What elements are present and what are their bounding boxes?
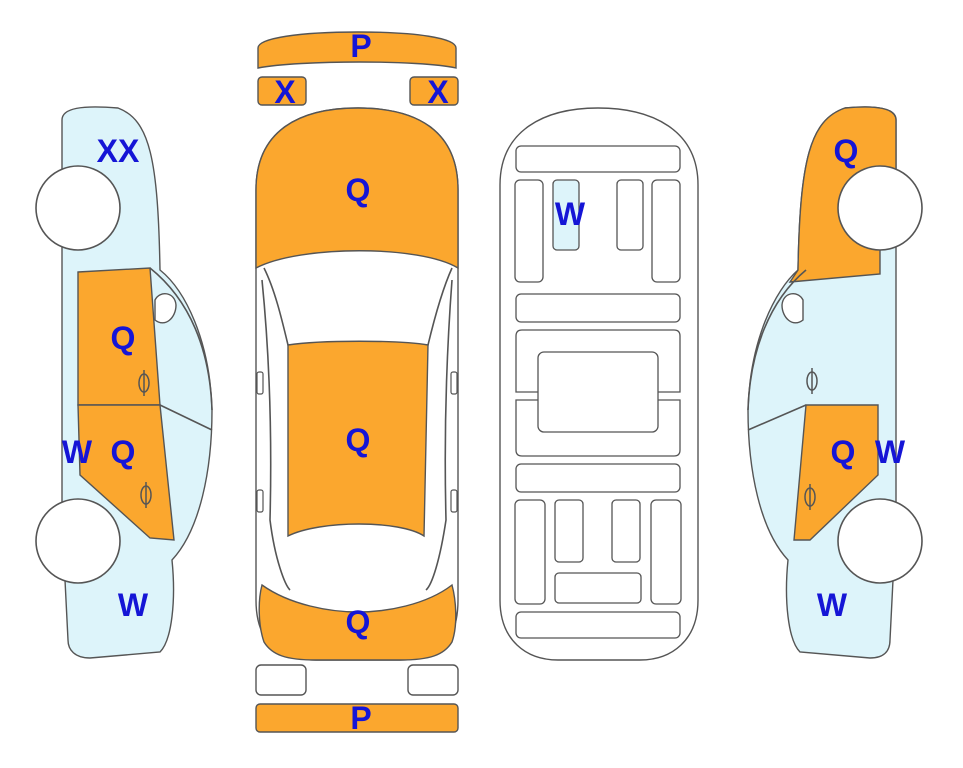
left-rear-wheel (35, 498, 121, 584)
right-door-handle-rear-icon (804, 484, 816, 510)
left-handle (256, 489, 264, 513)
label-right-rear-quarter: W (817, 587, 848, 623)
right-door-handle-front-icon (806, 368, 818, 394)
front-bumper[interactable] (257, 31, 457, 69)
trunk[interactable] (258, 583, 457, 661)
underbody-right-inner (616, 179, 644, 251)
label-rear-bumper: P (350, 700, 371, 736)
underbody-center-tunnel (537, 351, 659, 433)
underbody-rear-right-inner (611, 499, 641, 563)
left-window-line (149, 267, 213, 431)
underbody-left-rear-rail (514, 499, 546, 605)
label-roof: Q (346, 422, 371, 458)
left-side-view (35, 106, 213, 659)
label-headlight-left: X (274, 74, 296, 110)
left-door-handle-front-icon (138, 370, 150, 396)
underbody-crossmember-2 (515, 293, 681, 323)
right-handle (450, 489, 458, 513)
underbody-rear-crossmember (515, 611, 681, 639)
label-hood: Q (346, 172, 371, 208)
label-left-front-fender: XX (97, 133, 140, 169)
label-front-bumper: P (350, 28, 371, 64)
right-pillar (425, 279, 453, 591)
headlight-left[interactable] (257, 76, 307, 106)
label-trunk: Q (346, 604, 371, 640)
left-mirror-icon (154, 293, 177, 324)
underbody-front-crossmember (515, 145, 681, 173)
label-right-front-fender: Q (834, 133, 859, 169)
headlight-right[interactable] (409, 76, 459, 106)
underbody-view (499, 107, 699, 661)
right-rear-wheel (837, 498, 923, 584)
label-left-sill: W (62, 434, 93, 470)
right-window-line (747, 269, 807, 431)
label-headlight-right: X (427, 74, 449, 110)
left-pillar (261, 279, 291, 591)
underbody-left-front-rail (514, 179, 544, 283)
left-mirror (256, 371, 264, 395)
label-left-rear-quarter: W (118, 587, 149, 623)
underbody-right-rear-rail (650, 499, 682, 605)
rear-bumper[interactable] (255, 703, 459, 733)
top-view (255, 31, 459, 733)
underbody-rear-left-inner (554, 499, 584, 563)
damage-labels: P X X Q Q Q P XX Q W Q W W Q Q W W (62, 28, 906, 736)
right-mirror-icon (781, 293, 804, 324)
left-rear-door[interactable] (77, 404, 175, 541)
underbody-crossmember-3 (515, 463, 681, 493)
label-right-sill: W (875, 434, 906, 470)
right-side-view (747, 106, 923, 659)
roof[interactable] (287, 340, 429, 538)
right-front-wheel (837, 165, 923, 251)
label-right-front-door: Q (831, 434, 856, 470)
taillight-right (407, 664, 459, 696)
left-door-handle-rear-icon (140, 482, 152, 508)
right-mirror (450, 371, 458, 395)
taillight-left (255, 664, 307, 696)
underbody-panel-w[interactable] (552, 179, 580, 251)
right-front-door[interactable] (793, 404, 879, 541)
label-left-rear-door: Q (111, 434, 136, 470)
underbody-rear-box (554, 572, 642, 604)
hood[interactable] (255, 107, 459, 270)
underbody-right-front-rail (651, 179, 681, 283)
label-underbody-panel: W (555, 196, 586, 232)
label-left-front-door: Q (111, 320, 136, 356)
left-front-wheel (35, 165, 121, 251)
